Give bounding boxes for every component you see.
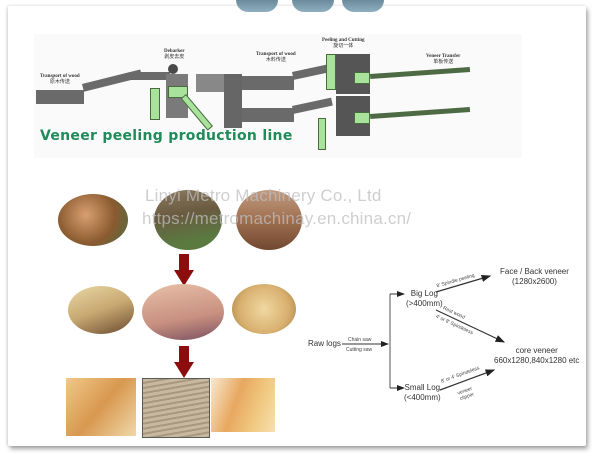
small-log-label: Small Log: [404, 383, 441, 392]
machine-part: [326, 54, 336, 90]
veneer-roll-photo: [211, 378, 275, 432]
conveyor: [130, 72, 170, 80]
station-label-en: Peeling and Cutting: [322, 38, 365, 43]
raw-logs-node: Raw logs: [308, 339, 341, 348]
station-label-cn: 木料传送: [265, 58, 286, 63]
face-back-veneer-size: (1280x2600): [512, 277, 557, 286]
flowchart: Raw logs Chain saw Cutting saw Big Log (…: [300, 260, 590, 410]
face-back-veneer-node: Face / Back veneer (1280x2600): [500, 267, 569, 287]
core-veneer-node: core veneer 660x1280,840x1280 etc: [494, 346, 579, 366]
debarked-logs-photo: [68, 286, 134, 334]
stacked-logs-photo: [58, 194, 128, 246]
watermark-url: https://metromachinay.en.china.cn/: [142, 209, 412, 228]
cut-logs-photo: [236, 190, 302, 250]
conveyor: [292, 97, 333, 114]
conveyor: [242, 76, 294, 90]
flowchart-lines: [342, 274, 506, 391]
arrow-down-icon: [174, 346, 194, 378]
machine-part: [318, 118, 326, 150]
station-label-en: Transport of wood: [256, 52, 296, 57]
log-cores-photo: [232, 284, 296, 334]
production-line-title: Veneer peeling production line: [40, 128, 293, 144]
edge-small-to-core: [439, 369, 496, 391]
station-label-cn: 剥皮去皮: [164, 55, 185, 60]
core-veneer-label: core veneer: [515, 346, 558, 355]
watermark-company: Linyi Metro Machinery Co., Ltd: [145, 186, 382, 205]
station-label-en: Transport of wood: [40, 74, 80, 79]
edge-big-to-face: [435, 274, 492, 293]
arrow-down-icon: [174, 254, 194, 286]
edge-big-to-core: [435, 309, 506, 343]
circle-decoration: [292, 0, 334, 12]
machine-part: [354, 112, 370, 124]
circle-decoration: [236, 0, 278, 12]
conveyor: [242, 108, 294, 122]
circle-decoration: [342, 0, 384, 12]
station-label: Transport of wood 原木传送: [40, 74, 80, 86]
station-label: Transport of wood 木料传送: [256, 52, 296, 64]
station-label-cn: 旋切一体: [333, 44, 354, 49]
machine-part: [168, 64, 178, 74]
station-label-cn: 单板传送: [433, 60, 454, 65]
machine-part: [196, 74, 224, 92]
station-label-en: Veneer Transfer: [426, 54, 461, 59]
stacked-veneer-photo: [142, 378, 210, 438]
sorter: [224, 74, 242, 128]
edge-label-cutting-saw: Cutting saw: [346, 347, 373, 353]
log-pile-photo: [154, 190, 222, 250]
station-label: Peeling and Cutting 旋切一体: [322, 38, 365, 50]
machine-part: [354, 72, 370, 84]
face-veneer-photo: [66, 378, 136, 436]
small-log-size: (<400mm): [404, 393, 441, 402]
face-back-veneer-label: Face / Back veneer: [500, 267, 569, 276]
edge-label-chain-saw: Chain saw: [348, 337, 372, 343]
veneer-conveyor: [370, 107, 471, 119]
veneer-conveyor: [370, 67, 471, 79]
station-label: Veneer Transfer 单板传送: [426, 54, 460, 66]
peeled-log-photo: [142, 284, 224, 340]
big-log-label: Big Log: [410, 289, 438, 298]
big-log-size: (>400mm): [406, 299, 443, 308]
decorative-circles: [236, 0, 396, 20]
machine-part: [150, 88, 160, 120]
station-label-en: Debarker: [164, 49, 185, 54]
core-veneer-size: 660x1280,840x1280 etc: [494, 356, 580, 365]
conveyor: [36, 90, 84, 104]
production-line-illustration: Transport of wood 原木传送 Debarker 剥皮去皮 Tra…: [34, 34, 522, 158]
station-label: Debarker 剥皮去皮: [164, 49, 185, 61]
small-log-node: Small Log (<400mm): [404, 383, 441, 403]
big-log-node: Big Log (>400mm): [406, 289, 443, 309]
station-label-cn: 原木传送: [49, 80, 70, 85]
